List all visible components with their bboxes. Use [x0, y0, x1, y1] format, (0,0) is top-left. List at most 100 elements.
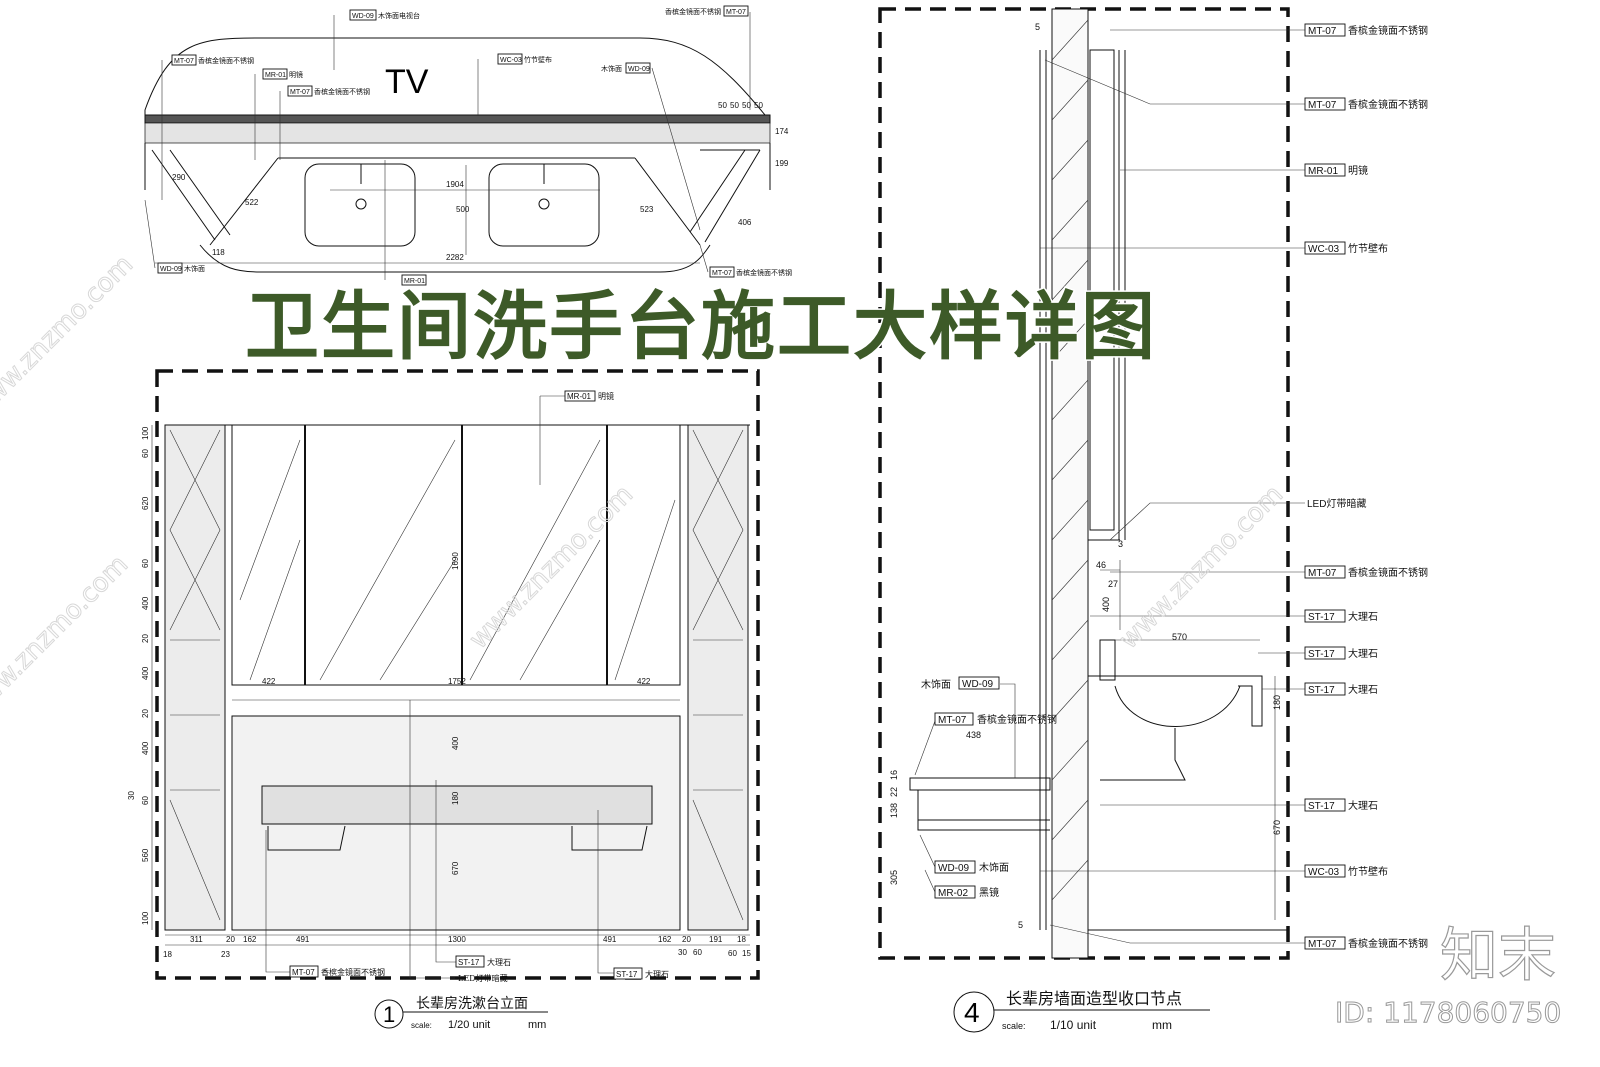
watermark-logo: 知末 — [1440, 921, 1556, 989]
label-text: 60 — [141, 796, 150, 805]
elevation-callout: MT-07 香槟金镜面不锈钢 — [265, 830, 385, 978]
label-text: 1904 — [446, 180, 464, 189]
label-text: 500 — [456, 205, 470, 214]
label-text: 香槟金镜面不锈钢 — [198, 56, 254, 65]
label-text: 1/20 unit — [448, 1019, 490, 1031]
elevation-dims-left: 100 60 620 60 400 20 400 20 400 30 60 56… — [127, 426, 150, 925]
label-text: 16 — [889, 770, 899, 780]
label-text: 400 — [141, 666, 150, 680]
label-text: MR-01 — [265, 72, 286, 79]
elevation-callout: LED灯带暗藏 — [409, 700, 508, 983]
plan-callout: MR-01 — [384, 160, 427, 286]
label-text: 100 — [141, 426, 150, 440]
label-text: 竹节壁布 — [524, 55, 552, 64]
label-text: 明镜 — [598, 391, 614, 401]
label-text: 311 — [190, 935, 203, 944]
label-text: 香槟金镜面不锈钢 — [1348, 98, 1428, 111]
elevation-frame — [155, 369, 760, 980]
label-text: MR-01 — [404, 278, 425, 285]
label-text: 明镜 — [289, 70, 303, 79]
watermark-id: ID: 1178060750 — [1335, 996, 1561, 1029]
label-text: 1752 — [448, 677, 466, 686]
label-text: LED灯带暗藏 — [458, 973, 508, 983]
label-text: 香槟金镜面不锈钢 — [321, 967, 385, 977]
label-text: 香槟金镜面不锈钢 — [314, 87, 370, 96]
label-text: 180 — [1272, 695, 1282, 710]
label-text: 竹节壁布 — [1348, 242, 1388, 255]
label-text: 100 — [141, 911, 150, 925]
label-text: 3 — [1118, 539, 1123, 549]
label-text: MT-07 — [1308, 100, 1337, 111]
label-text: 20 — [141, 634, 150, 643]
elevation-title-block: 1 长辈房洗漱台立面 scale: 1/20 unit mm — [374, 996, 548, 1031]
label-text: 香槟金镜面不锈钢 — [736, 268, 792, 277]
label-text: LED灯带暗藏 — [1307, 497, 1366, 510]
label-text: 60 — [728, 949, 737, 958]
label-text: 18 — [737, 935, 746, 944]
label-text: 1 — [383, 1002, 395, 1027]
label-text: WD-09 — [352, 13, 374, 20]
label-text: 1690 — [451, 552, 460, 570]
label-text: 木饰面 — [601, 64, 622, 73]
label-text: 422 — [637, 677, 651, 686]
label-text: 香槟金镜面不锈钢 — [665, 7, 721, 16]
label-text: MR-02 — [938, 888, 968, 899]
label-text: scale: — [1002, 1021, 1026, 1031]
label-text: 20 — [141, 709, 150, 718]
label-text: 黑镜 — [979, 886, 999, 899]
elevation-callout-top: MR-01 明镜 — [539, 390, 614, 485]
label-text: 174 — [775, 127, 789, 136]
label-text: www.znzmo.com — [0, 250, 139, 425]
detail-callout: MT-07 香槟金镜面不锈钢 — [1044, 59, 1428, 111]
label-text: 明镜 — [1348, 164, 1368, 177]
label-text: 23 — [221, 950, 230, 959]
detail-title-block: 4 长辈房墙面造型收口节点 scale: 1/10 unit mm — [953, 989, 1210, 1033]
label-text: 400 — [141, 741, 150, 755]
label-text: ST-17 — [1308, 612, 1335, 623]
page-title: 卫生间洗手台施工大样详图 — [245, 284, 1157, 370]
label-text: mm — [1152, 1018, 1172, 1032]
label-text: 长辈房墙面造型收口节点 — [1006, 989, 1182, 1008]
label-text: MT-07 — [1308, 26, 1337, 37]
label-text: 162 — [243, 935, 257, 944]
label-text: MT-07 — [938, 715, 967, 726]
label-text: 50 — [754, 101, 763, 110]
label-text: MR-01 — [567, 392, 592, 401]
label-text: 60 — [141, 559, 150, 568]
label-text: 60 — [693, 948, 702, 957]
label-text: 长辈房洗漱台立面 — [416, 996, 528, 1012]
label-text: 180 — [451, 791, 460, 805]
label-text: 406 — [738, 218, 752, 227]
label-text: 422 — [262, 677, 276, 686]
label-text: 570 — [1172, 632, 1187, 642]
label-text: MT-07 — [292, 968, 315, 977]
label-text: 22 — [889, 787, 899, 797]
label-text: 400 — [1101, 597, 1111, 612]
label-text: www.znzmo.com — [0, 550, 134, 725]
detail-callout: MR-02 黑镜 — [924, 869, 999, 899]
label-text: 162 — [658, 935, 672, 944]
label-text: 香槟金镜面不锈钢 — [1348, 24, 1428, 37]
label-text: 4 — [964, 997, 980, 1028]
label-text: 522 — [245, 198, 259, 207]
label-text: www.znzmo.com — [1114, 480, 1289, 655]
label-text: 1/10 unit — [1050, 1018, 1097, 1032]
elevation-view: 422 1752 422 1690 400 180 670 100 60 620… — [127, 369, 760, 1031]
label-text: 大理石 — [1348, 610, 1378, 623]
label-text: 50 — [742, 101, 751, 110]
label-text: 大理石 — [1348, 683, 1378, 696]
label-text: 438 — [966, 730, 981, 740]
label-text: 46 — [1096, 560, 1106, 570]
